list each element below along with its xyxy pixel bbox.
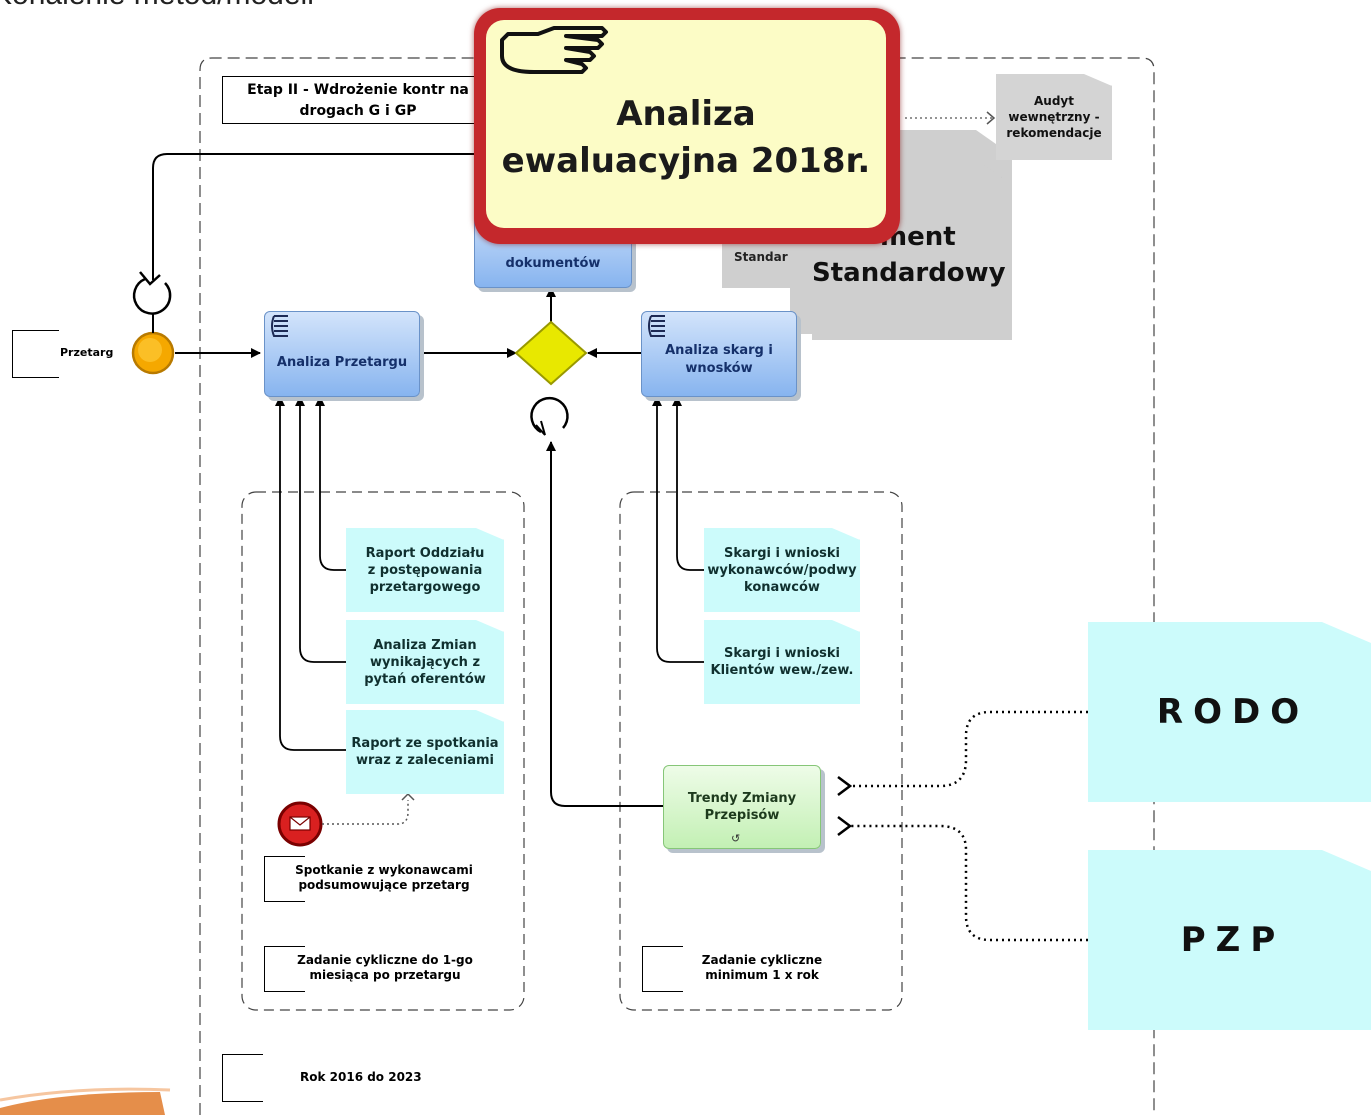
evaluation-callout: Analiza ewaluacyjna 2018r.: [474, 8, 900, 244]
task-complaints-analysis[interactable]: Analiza skarg i wnosków: [641, 311, 797, 397]
years-annotation: [222, 1054, 263, 1102]
standard-document-small-label: Standar: [734, 250, 788, 264]
document-pzp: PZP: [1088, 850, 1371, 1030]
group-complaints-subprocess: [619, 491, 903, 1011]
task-tender-analysis-label: Analiza Przetargu: [276, 354, 408, 370]
page-title: Konalenie metod/modeli: [0, 0, 314, 12]
pool-boundary: [199, 57, 1155, 1115]
script-task-icon: [648, 315, 665, 337]
cyclic-task-annotation-2-label: Zadanie cykliczne minimum 1 x rok: [701, 953, 823, 982]
start-event-label: Przetarg: [60, 346, 114, 359]
document-pzp-label: PZP: [1180, 920, 1286, 960]
standard-document-label-2: Standardowy: [812, 258, 1006, 288]
document-client-complaints: Skargi i wnioski Klientów wew./zew.: [704, 620, 860, 704]
evaluation-callout-title: Analiza ewaluacyjna 2018r.: [501, 94, 871, 181]
group-tender-subprocess: [241, 491, 525, 1011]
exclusive-gateway: [514, 320, 588, 386]
task-tender-analysis[interactable]: Analiza Przetargu: [264, 311, 420, 397]
task-documents-label: dokumentów: [505, 256, 601, 271]
task-trends[interactable]: Trendy Zmiany Przepisów: [663, 765, 821, 849]
document-branch-report-label: Raport Oddziału z postępowania przetargo…: [365, 545, 485, 595]
task-complaints-analysis-label: Analiza skarg i wnosków: [665, 343, 773, 376]
stage-label: Etap II - Wdrożenie kontr na drogach G i…: [247, 82, 469, 119]
task-trends-label: Trendy Zmiany Przepisów: [687, 791, 797, 823]
decorative-swoosh: [0, 1092, 165, 1115]
stage-annotation: [222, 76, 481, 124]
document-contractor-complaints-label: Skargi i wnioski wykonawców/podwy konawc…: [707, 545, 857, 595]
cyclic-task-annotation-1-label: Zadanie cykliczne do 1-go miesiąca po pr…: [297, 953, 473, 982]
script-task-icon: [271, 315, 288, 337]
evaluation-callout-body: Analiza ewaluacyjna 2018r.: [486, 20, 886, 228]
document-changes-analysis-label: Analiza Zmian wynikających z pytań ofere…: [364, 637, 486, 687]
document-changes-analysis: Analiza Zmian wynikających z pytań ofere…: [346, 620, 504, 704]
audit-document-label: Audyt wewnętrzny - rekomendacje: [1006, 94, 1102, 140]
loop-marker-top: [132, 277, 172, 315]
document-meeting-report: Raport ze spotkania wraz z zaleceniami: [346, 710, 504, 794]
document-client-complaints-label: Skargi i wnioski Klientów wew./zew.: [710, 646, 854, 678]
document-meeting-report-label: Raport ze spotkania wraz z zaleceniami: [351, 736, 499, 768]
start-event-annotation: [12, 330, 59, 378]
cyclic-task-annotation-1: [264, 946, 305, 992]
document-contractor-complaints: Skargi i wnioski wykonawców/podwy konawc…: [704, 528, 860, 612]
document-rodo: RODO: [1088, 622, 1371, 802]
years-annotation-label: Rok 2016 do 2023: [300, 1070, 422, 1084]
meeting-annotation: [264, 856, 305, 902]
document-rodo-label: RODO: [1156, 692, 1310, 732]
meeting-annotation-label: Spotkanie z wykonawcami podsumowujące pr…: [295, 863, 473, 892]
loop-marker-bottom: [530, 396, 569, 434]
loop-icon: ↺: [731, 832, 741, 845]
pointing-hand-icon: [500, 26, 608, 74]
document-branch-report: Raport Oddziału z postępowania przetargo…: [346, 528, 504, 612]
audit-document: Audyt wewnętrzny - rekomendacje: [996, 74, 1112, 160]
cyclic-task-annotation-2: [642, 946, 683, 992]
